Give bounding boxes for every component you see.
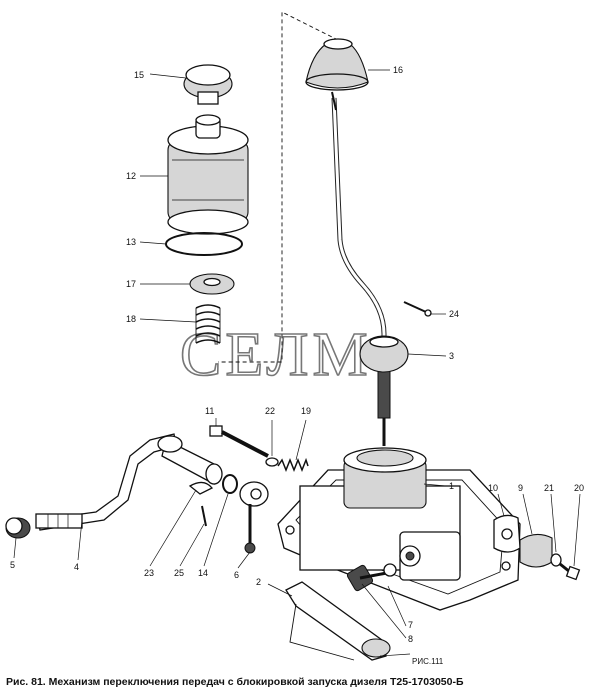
callout-7: 7 [408,620,413,630]
part-16-boot [305,38,369,91]
shift-lever-rod [331,91,391,446]
part-18-spring [195,304,221,344]
callout-19: 19 [301,406,311,416]
callout-23: 23 [144,568,154,578]
part-23-clip [188,481,214,495]
part-2-bracket [285,581,391,661]
part-8-switch [346,563,397,592]
callout-25: 25 [174,568,184,578]
figure-caption: Рис. 81. Механизм переключения передач с… [6,676,464,688]
part-25-cotter-pin [201,505,207,527]
part-19-spring [277,457,309,473]
callout-11: 11 [205,406,214,416]
callout-13: 13 [126,237,136,247]
part-4-shift-fork [35,433,223,531]
part-13-ring [165,232,243,256]
callout-8: 8 [408,634,413,644]
part-1-housing [277,447,521,611]
part-12-cover [167,114,249,235]
part-5-cap [5,517,31,539]
callout-14: 14 [198,568,208,578]
part-14-washer [222,474,238,494]
callout-18: 18 [126,314,136,324]
callout-5: 5 [10,560,15,570]
callout-24: 24 [449,309,459,319]
leader-lines [13,69,581,657]
part-15-knob [183,64,233,105]
callout-12: 12 [126,171,136,181]
assembly-guide-line [218,11,339,363]
part-22-washer [265,457,279,467]
part-21-washer [550,553,562,567]
part-3-ball [359,335,409,373]
callout-2: 2 [256,577,261,587]
part-11-bolt [209,425,269,458]
callout-1: 1 [449,481,454,491]
callout-15: 15 [134,70,144,80]
callout-22: 22 [265,406,275,416]
callout-10: 10 [488,483,498,493]
callout-9: 9 [518,483,523,493]
watermark: СЕЛМ [180,321,372,389]
callout-6: 6 [234,570,239,580]
part-24-pin [403,301,432,317]
part-10-gasket [493,514,521,553]
part-6-pawl [239,481,269,554]
part-17-washer [189,273,235,295]
callout-4: 4 [74,562,79,572]
callout-20: 20 [574,483,584,493]
callout-17: 17 [126,279,136,289]
callout-3: 3 [449,351,454,361]
part-9-cover-plate [519,533,553,568]
reference-label: РИС.111 [412,657,444,666]
part-20-bolt [559,562,581,581]
callout-16: 16 [393,65,403,75]
callout-21: 21 [544,483,554,493]
